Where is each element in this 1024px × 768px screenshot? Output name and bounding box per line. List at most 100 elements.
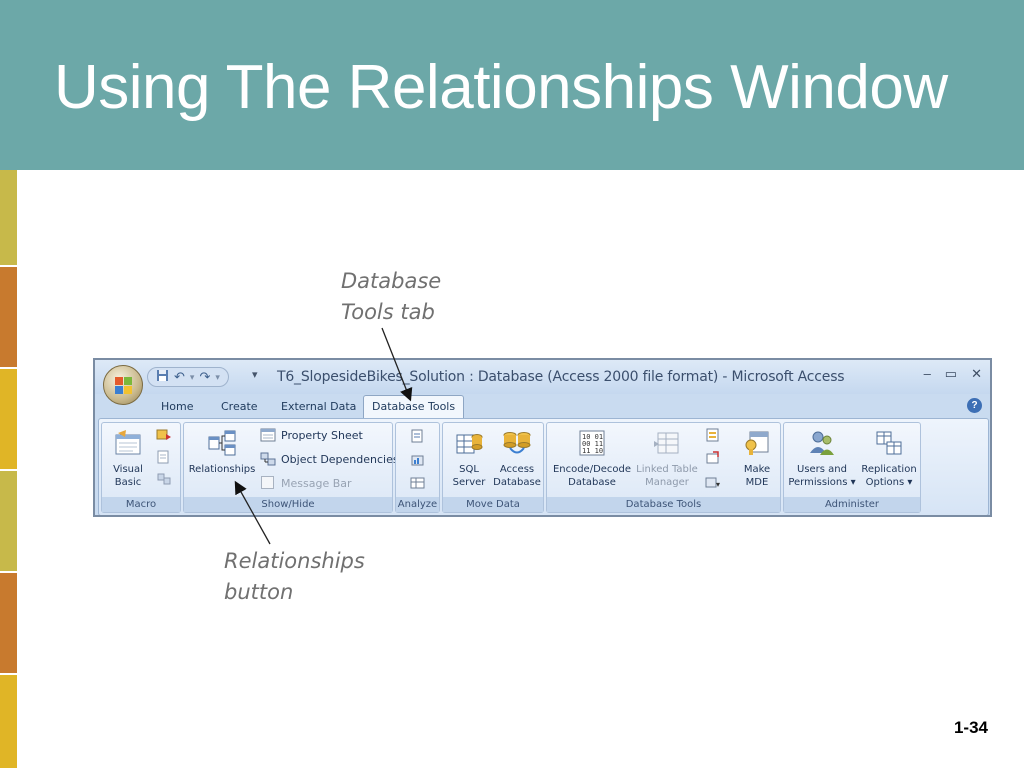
svg-text:00 11: 00 11 (582, 440, 603, 448)
window-controls: – ▭ ✕ (924, 366, 982, 382)
relationships-icon (207, 429, 237, 457)
group-label: Show/Hide (184, 497, 392, 512)
database-documenter-icon[interactable] (410, 429, 426, 443)
replication-options-button[interactable]: Replication Options ▾ (858, 429, 920, 489)
add-ins-icon[interactable]: ▾ (705, 475, 721, 489)
button-label: Replication (861, 464, 917, 475)
save-icon[interactable] (156, 369, 169, 385)
title-bar: ↶ ▾ ↷ ▾ ▾ T6_SlopesideBikes_Solution : D… (95, 360, 990, 394)
property-sheet-icon (260, 428, 276, 442)
help-icon[interactable]: ? (967, 398, 982, 413)
analyze-table-icon[interactable] (410, 476, 426, 490)
button-label: Server (452, 477, 486, 488)
sql-server-icon (454, 429, 484, 457)
convert-macros-icon[interactable] (156, 472, 172, 486)
group-label: Move Data (443, 497, 543, 512)
stripe-4 (0, 471, 17, 571)
button-label: Manager (645, 477, 689, 488)
property-sheet-button[interactable]: Property Sheet (260, 428, 363, 442)
object-dependencies-button[interactable]: Object Dependencies (260, 452, 399, 466)
tab-create[interactable]: Create (221, 400, 258, 413)
tab-external-data[interactable]: External Data (281, 400, 357, 413)
make-mde-button[interactable]: Make MDE (737, 429, 777, 489)
users-permissions-icon (807, 429, 837, 457)
relationships-button[interactable]: Relationships (188, 429, 256, 476)
make-mde-icon (742, 429, 772, 457)
macro-icon[interactable] (156, 450, 172, 464)
button-label: Database (493, 477, 541, 488)
users-and-permissions-button[interactable]: Users and Permissions ▾ (786, 429, 858, 489)
stripe-1 (0, 170, 17, 265)
button-label: MDE (745, 477, 769, 488)
tab-home[interactable]: Home (161, 400, 194, 413)
button-label: Options ▾ (865, 477, 913, 488)
sql-server-button[interactable]: SQL Server (451, 429, 487, 489)
close-button[interactable]: ✕ (971, 366, 982, 381)
tab-database-tools[interactable]: Database Tools (363, 395, 465, 419)
button-label: SQL (459, 464, 479, 475)
linked-table-manager-button[interactable]: Linked Table Manager (635, 429, 699, 489)
checkbox-icon (260, 476, 276, 490)
svg-text:10 01: 10 01 (582, 433, 603, 441)
group-move-data: SQL Server Access Database Move Data (442, 422, 544, 513)
button-label: Basic (114, 477, 142, 488)
maximize-button[interactable]: ▭ (944, 366, 958, 381)
stripe-3 (0, 369, 17, 469)
stripe-2 (0, 267, 17, 367)
undo-icon[interactable]: ↶ (174, 369, 185, 384)
callout-line: Tools tab (341, 300, 435, 324)
group-label: Analyze (396, 497, 439, 512)
customize-toolbar-icon[interactable]: ▾ (252, 369, 258, 381)
callout-line: Database (341, 269, 442, 293)
button-label: Encode/Decode (552, 464, 632, 475)
ribbon: Visual Basic Macro Relationships Propert… (98, 418, 989, 515)
chevron-down-icon[interactable]: ▾ (189, 371, 195, 382)
button-label: Linked Table (636, 464, 698, 475)
slide-header: Using The Relationships Window (0, 0, 1024, 170)
button-label: Database (568, 477, 616, 488)
office-button[interactable] (103, 365, 143, 405)
object-dependencies-icon (260, 452, 276, 466)
group-macro: Visual Basic Macro (101, 422, 181, 513)
ribbon-tabs: Home Create External Data Database Tools… (95, 394, 990, 419)
compact-repair-icon[interactable] (705, 451, 721, 465)
message-bar-checkbox[interactable]: Message Bar (260, 476, 352, 490)
callout-line: Relationships (224, 549, 365, 573)
button-label: Permissions ▾ (788, 477, 856, 488)
group-show-hide: Relationships Property Sheet Object Depe… (183, 422, 399, 513)
switchboard-manager-icon[interactable] (705, 428, 721, 442)
access-database-button[interactable]: Access Database (493, 429, 541, 489)
button-label: Message Bar (281, 476, 352, 490)
analyze-performance-icon[interactable] (410, 453, 426, 467)
group-analyze: Analyze (395, 422, 440, 513)
minimize-button[interactable]: – (923, 366, 931, 381)
svg-text:11 10: 11 10 (582, 447, 603, 455)
replication-options-icon (874, 429, 904, 457)
redo-icon[interactable]: ↷ (199, 369, 211, 384)
linked-table-manager-icon (652, 429, 682, 457)
stripe-5 (0, 573, 17, 673)
visual-basic-icon (113, 429, 143, 457)
group-label: Macro (102, 497, 180, 512)
access-window-screenshot: ↶ ▾ ↷ ▾ ▾ T6_SlopesideBikes_Solution : D… (93, 358, 992, 517)
access-database-icon (502, 429, 532, 457)
visual-basic-button[interactable]: Visual Basic (108, 429, 148, 489)
button-label: Visual (113, 464, 143, 475)
chevron-down-icon[interactable]: ▾ (215, 371, 220, 382)
left-decorative-bar (0, 170, 17, 768)
button-label: Relationships (188, 464, 256, 475)
run-macro-icon[interactable] (156, 428, 172, 442)
database-tools-tab-callout: Database Tools tab (341, 266, 441, 328)
callout-line: button (224, 580, 294, 604)
quick-access-toolbar: ↶ ▾ ↷ ▾ (147, 367, 229, 387)
button-label: Access (499, 464, 535, 475)
office-button-icon (115, 377, 133, 395)
button-label: Object Dependencies (281, 452, 399, 466)
group-label: Database Tools (547, 497, 780, 512)
group-administer: Users and Permissions ▾ Replication Opti… (783, 422, 921, 513)
group-label: Administer (784, 497, 920, 512)
button-label: Make (743, 464, 771, 475)
